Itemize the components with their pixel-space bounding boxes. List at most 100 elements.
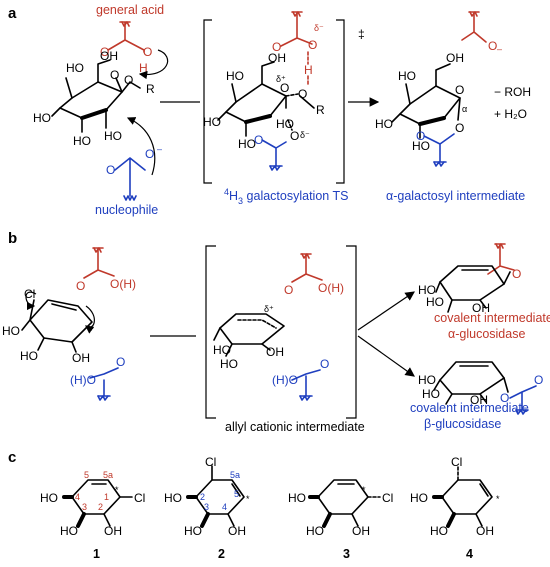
c2-num-3: 3 [204, 502, 209, 512]
c3-cl: Cl [382, 491, 393, 505]
b-ho-1: HO [2, 324, 20, 338]
b-ho-2: HO [20, 349, 38, 363]
ts-ring-o: O [280, 81, 289, 95]
allyl-acid-oh: O(H) [318, 281, 344, 295]
compound-2: Cl HO HO OH * 5a 2 3 4 5 [164, 455, 250, 538]
nucleophile-o-left: O [106, 163, 115, 177]
int-anomeric-alpha: α [462, 104, 467, 114]
allyl-caption: allyl cationic intermediate [225, 420, 365, 434]
c2-cl: Cl [205, 455, 216, 469]
alpha-ho-1: HO [418, 283, 436, 297]
alpha-acyl-o: O [512, 267, 521, 281]
nucleophile-wavy-anchor [123, 195, 137, 201]
compound-1-number: 1 [93, 547, 100, 561]
c1-cl: Cl [134, 491, 145, 505]
general-acid-carboxyl [107, 21, 145, 53]
beta-carbonyl-o: O [534, 373, 543, 387]
c1-oh-2: OH [104, 524, 122, 538]
b-pi-arrow [85, 305, 95, 334]
alpha-caption-1: covalent intermediate [434, 311, 550, 325]
arrow-to-alpha [357, 291, 415, 331]
alpha-ho-2: HO [426, 295, 444, 309]
substrate-oh-6: OH [100, 49, 118, 63]
b-acid-o: O [76, 279, 85, 293]
acid-o-left: O [100, 45, 109, 59]
minus-roh: − ROH [494, 85, 531, 99]
b-bracket-right [346, 245, 357, 419]
compound-4-number: 4 [466, 547, 473, 561]
compound-4: Cl HO HO OH * [410, 455, 500, 538]
int-oh-6: OH [446, 51, 464, 65]
c4-ho-2: HO [430, 524, 448, 538]
ts-h: H [304, 63, 313, 77]
ts-nuc-o: O [290, 129, 299, 143]
beta-oh-3: OH [470, 393, 488, 407]
panel-b-label: b [8, 230, 17, 247]
ts-caption-sub: 3 [238, 196, 243, 206]
panel-a-label: a [8, 5, 17, 22]
substrate-ring-o: O [110, 68, 119, 82]
ts-ho-2: HO [238, 137, 256, 151]
c2-star: * [246, 494, 250, 504]
int-acid-o: O [488, 39, 497, 53]
c4-ho-1: HO [410, 491, 428, 505]
panel-b: b O O(H) Cl HO HO OH (H)O O [2, 230, 550, 434]
acid-o-right: O [143, 45, 152, 59]
ts-delta-plus: δ⁺ [276, 74, 286, 84]
c2-num-4: 4 [222, 502, 227, 512]
allyl-cation: O O(H) δ⁺ HO HO OH (H)O O [213, 253, 344, 401]
c1-num-3: 3 [82, 502, 87, 512]
galactoside-substrate: HO OH HO HO HO O O R [33, 49, 155, 148]
allyl-ho-1: HO [213, 343, 231, 357]
c1-num-2: 2 [98, 502, 103, 512]
c1-num-5a: 5a [103, 470, 113, 480]
int-ho-4: HO [398, 69, 416, 83]
panel-c-label: c [8, 449, 16, 466]
panel-a: a general acid O O H HO OH HO HO HO O O … [8, 3, 531, 217]
ts-bracket-left [203, 19, 212, 184]
int-ho-2: HO [412, 139, 430, 153]
beta-acyl-o: O [500, 391, 509, 405]
alpha-covalent-intermediate: O HO HO OH [418, 243, 521, 315]
substrate-ho-4: HO [66, 61, 84, 75]
beta-caption-2: β-glucosidase [424, 417, 501, 431]
b-cl: Cl [24, 287, 35, 301]
ts-acid-o-right: O [308, 38, 317, 52]
substrate-r: R [146, 82, 155, 96]
b-acid-oh: O(H) [110, 277, 136, 291]
ts-nuc-delta-minus: δ⁻ [300, 130, 310, 140]
b-acid-residue [83, 247, 115, 279]
beta-ho-1: HO [418, 373, 436, 387]
b-base-ho: (H)O [70, 373, 96, 387]
b-base-o: O [116, 355, 125, 369]
b-leaving-arrow [25, 291, 37, 311]
nucleophile-o-right: O [145, 147, 154, 161]
int-ring-o: O [455, 83, 464, 97]
nucleophile-label: nucleophile [95, 203, 158, 217]
panel-c: c HO HO OH Cl * 5 5a 1 2 3 4 1 [8, 449, 500, 561]
c3-oh-3: OH [352, 524, 370, 538]
intermediate-caption: α-galactosyl intermediate [386, 189, 525, 203]
substrate-ho-2: HO [104, 129, 122, 143]
ts-acid-delta-minus: δ⁻ [314, 23, 324, 33]
int-glyco-o: O [455, 121, 464, 135]
acid-h: H [139, 61, 148, 75]
c3-star: * [362, 485, 366, 495]
c2-ho-2: HO [164, 491, 182, 505]
ts-glyco-o: O [298, 87, 307, 101]
beta-ho-2: HO [422, 387, 440, 401]
beta-covalent-intermediate: HO HO OH O O [418, 361, 543, 415]
c3-ho-2: HO [306, 524, 324, 538]
compound-1: HO HO OH Cl * 5 5a 1 2 3 4 [40, 470, 145, 538]
nucleophilic-attack-arrow [126, 117, 156, 176]
compound-3: HO HO OH Cl * [288, 479, 393, 538]
ts-ho-1: HO [276, 117, 294, 131]
ts-ho-4: HO [226, 69, 244, 83]
c2-num-5a: 5a [230, 470, 240, 480]
nucleophile-charge: – [157, 144, 162, 154]
ts-caption: 4H3 galactosylation TS [224, 187, 348, 206]
ts-dagger: ‡ [358, 27, 365, 41]
int-nuc-o: O [416, 129, 425, 143]
allyl-base-ho: (H)O [272, 373, 298, 387]
